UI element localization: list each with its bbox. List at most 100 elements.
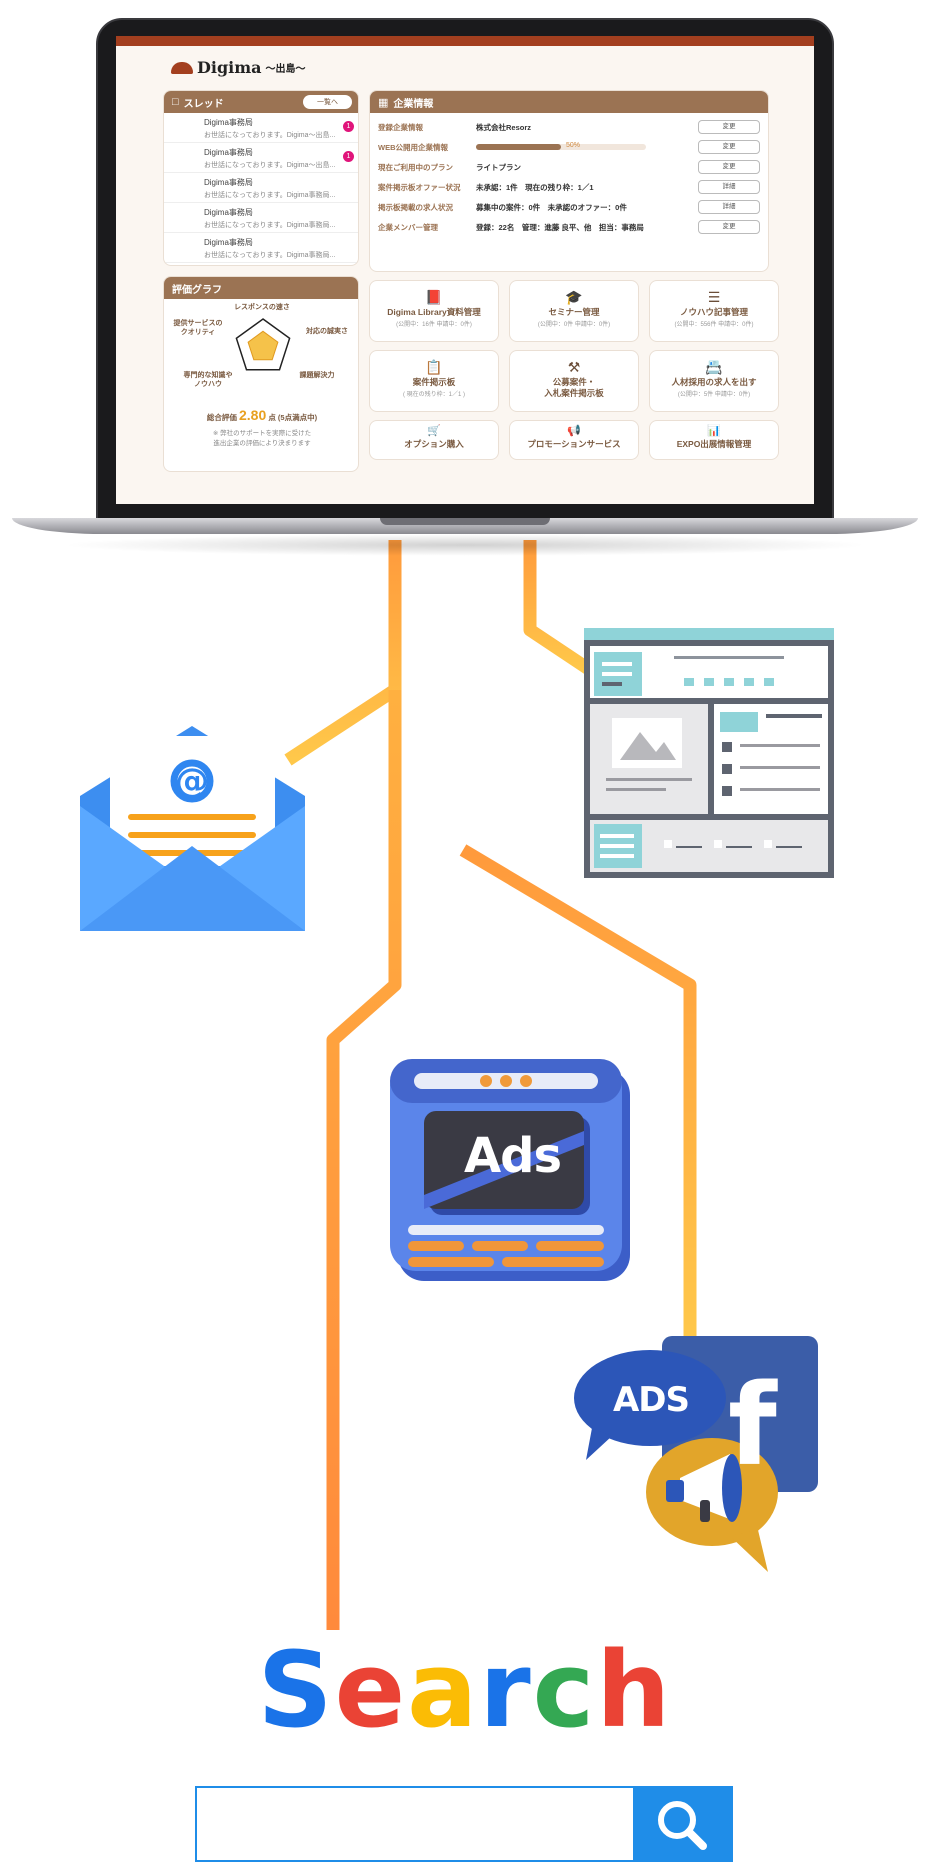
menu-card-title: セミナー管理 [548,307,600,317]
company-row-value: 株式会社Resorz [476,122,532,132]
ads-window-graphic [390,1059,630,1281]
menu-card[interactable]: 📢 プロモーションサービス [509,420,639,460]
thread-sender: Digima事務局 [204,208,253,217]
logo-text: Digima [197,58,262,77]
menu-card-title: ノウハウ記事管理 [679,307,748,317]
company-row-button[interactable]: 詳細 [698,200,760,214]
laptop-base [12,518,918,534]
graph-label-bottom-left: 専門的な知識や ノウハウ [183,372,233,388]
radar-chart [235,318,291,371]
graph-note-line2: 進出企業の評価により決まります [213,440,311,447]
graph-total-label: 総合評価 [206,413,237,422]
company-row-value: 募集中の案件：0件 未承認のオファー：0件 [476,202,627,212]
search-letter: h [596,1629,673,1751]
facebook-ads-graphic [574,1336,818,1572]
search-letter: a [407,1629,480,1751]
graph-label-top: レスポンスの速さ [234,304,290,311]
facebook-ads-icon: ADS f [562,1336,830,1576]
unread-badge: 1 [343,121,354,132]
thread-item[interactable]: Digima事務局お世話になっております。Digima事務局... [164,173,358,203]
id-card-icon: 📇 [705,359,723,375]
thread-message: お世話になっております。Digima事務局... [204,192,336,199]
thread-message: お世話になっております。Digima〜出島... [204,162,336,169]
search-letter: S [257,1629,335,1751]
laptop-shadow [60,534,870,556]
menu-card[interactable]: 📕 Digima Library資料管理 (公開中：16件 申請中：0件) [369,280,499,342]
graph-note: ※ 弊社のサポートを実際に受けた 進出企業の評価により決まります [164,429,358,449]
progress-fill [476,144,561,150]
thread-message: お世話になっております。Digima事務局... [204,222,336,229]
menu-card-title: Digima Library資料管理 [387,307,481,317]
svg-text:@: @ [175,761,209,801]
thread-item[interactable]: Digima事務局お世話になっております。Digima事務局... [164,203,358,233]
company-row-button[interactable]: 変更 [698,140,760,154]
menu-card[interactable]: 📋案件掲示板( 現在の残り枠：1／1 ) [369,350,499,412]
thread-panel: □ スレッド 一覧へ Digima事務局お世話になっております。Digima〜出… [163,90,359,266]
graph-label-right: 対応の誠実さ [306,328,348,335]
company-row-label: 登録企業情報 [378,122,423,132]
menu-card-title: 人材採用の求人を出す [671,377,757,387]
website-layout-icon [584,628,834,878]
magnifier-icon [658,1801,707,1850]
line-to-website [523,540,594,676]
menu-card[interactable]: 📇 人材採用の求人を出す (公開中：5件 申請中：0件) [649,350,779,412]
graph-label-bottom-right: 課題解決力 [299,372,335,379]
search-letter: r [479,1629,533,1751]
company-row-label: WEB公開用企業情報 [378,142,448,152]
radar-score-area [247,330,279,361]
app-logo[interactable]: Digima 〜出島〜 [171,58,306,77]
company-row-button[interactable]: 変更 [698,120,760,134]
company-row-button[interactable]: 変更 [698,160,760,174]
thread-view-all-button[interactable]: 一覧へ [303,95,352,109]
email-envelope-icon: @ [80,726,305,931]
cart-icon: 🛒 [427,425,441,437]
thread-message: お世話になっております。Digima〜出島... [204,132,336,139]
menu-card[interactable]: 📊EXPO出展情報管理 [649,420,779,460]
thread-message: お世話になっております。Digima事務局... [204,252,336,259]
company-row-label: 案件掲示板オファー状況 [378,182,461,192]
menu-card[interactable]: ☰ノウハウ記事管理(公開中：556件 申請中：0件) [649,280,779,342]
book-icon: 📕 [425,289,443,305]
graph-panel: 評価グラフ レスポンスの速さ 対応の誠実さ 課題解決力 専門的な知識や ノウハウ… [163,276,359,472]
search-button[interactable] [633,1786,733,1862]
thread-item[interactable]: Digima事務局お世話になっております。Digima事務局... [164,233,358,263]
company-row-button[interactable]: 変更 [698,220,760,234]
thread-sender: Digima事務局 [204,178,253,187]
ads-window-icon: Ads [390,1055,635,1285]
graph-total: 総合評価 2.80 点 (5点満点中) [164,407,358,423]
graduation-cap-icon: 🎓 [565,289,583,305]
menu-card[interactable]: 🎓 セミナー管理 (公開中：0件 申請中：0件) [509,280,639,342]
company-row-label: 企業メンバー管理 [378,222,438,232]
building-icon: ▦ [378,96,389,109]
company-row-value: ライトプラン [476,162,521,172]
company-panel-title: 企業情報 [393,98,434,110]
menu-card-sub: (公開中：16件 申請中：0件) [396,322,472,328]
thread-item[interactable]: Digima事務局お世話になっております。Digima〜出島...1 [164,143,358,173]
thread-item[interactable]: Digima事務局お世話になっております。Digima〜出島... 1 [164,113,358,143]
menu-card[interactable]: 🛒 オプション購入 [369,420,499,460]
search-input[interactable] [195,1786,633,1862]
company-row-button[interactable]: 詳細 [698,180,760,194]
search-letter: e [334,1629,408,1751]
thread-sender: Digima事務局 [204,238,253,247]
graph-note-line1: ※ 弊社のサポートを実際に受けた [212,430,312,437]
thread-sender: Digima事務局 [204,118,253,127]
menu-card-sub: (公開中：0件 申請中：0件) [537,322,611,328]
menu-card-title: プロモーションサービス [527,439,621,449]
menu-card-title: オプション購入 [404,439,464,449]
megaphone-icon: 📢 [567,425,581,437]
radar-outline [235,318,291,371]
graph-total-value: 2.80 [238,407,267,423]
logo-sub: 〜出島〜 [265,64,306,75]
company-row: 登録企業情報 株式会社Resorz 変更 [370,117,768,137]
menu-card-sub: (公開中：5件 申請中：0件) [677,392,751,398]
line-to-search [326,690,402,1630]
menu-card[interactable]: ⚒公募案件・ 入札案件掲示板 [509,350,639,412]
menu-card-sub: (公開中：556件 申請中：0件) [674,322,754,328]
graph-total-scale: (5点満点中) [277,413,318,422]
laptop-screen: Digima 〜出島〜 □ スレッド 一覧へ Digima事務局お世話になってお… [116,36,814,504]
